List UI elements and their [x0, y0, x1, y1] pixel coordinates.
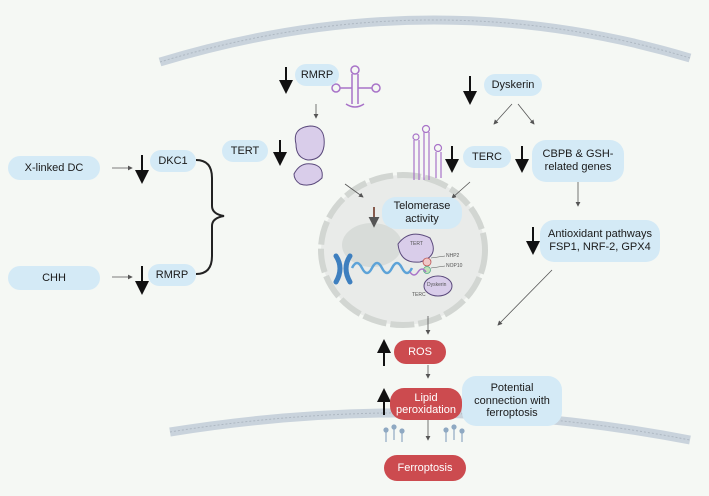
rmrp-left-label: RMRP [148, 264, 196, 286]
antioxidant-pathways-label: Antioxidant pathways FSP1, NRF-2, GPX4 [540, 220, 660, 262]
telomerase-activity-label: Telomerase activity [382, 197, 462, 229]
regulation-arrows [135, 67, 540, 415]
rmrp-top-label: RMRP [295, 64, 339, 86]
lipid-icon [383, 424, 465, 442]
nucleus-label-dyskerin: Dyskerin [427, 282, 447, 288]
chh-label: CHH [8, 266, 100, 290]
dkc1-label: DKC1 [150, 150, 196, 172]
potential-connection-label: Potential connection with ferroptosis [462, 376, 562, 426]
cbpb-gsh-label: CBPB & GSH-related genes [532, 140, 624, 182]
nucleus-label-nop10: NOP10 [446, 263, 463, 269]
bracket [195, 159, 225, 275]
lipid-peroxidation-node: Lipid peroxidation [390, 388, 462, 420]
nucleus-label-nhp2: NHP2 [446, 253, 460, 259]
terc-label: TERC [463, 146, 511, 168]
protein-icon [293, 125, 325, 186]
dyskerin-label: Dyskerin [484, 74, 542, 96]
telomere-dna [350, 261, 414, 275]
connector-lines [112, 103, 581, 441]
nucleus-label-terc: TERC [412, 292, 426, 298]
ros-node: ROS [394, 340, 446, 364]
ferroptosis-node: Ferroptosis [384, 455, 466, 481]
rna-hairpin-icon [412, 124, 443, 180]
chromosome-icon [333, 253, 353, 285]
tert-label: TERT [222, 140, 268, 162]
x-linked-dc-label: X-linked DC [8, 156, 100, 180]
top-membrane [158, 15, 692, 67]
telomerase-complex [397, 233, 453, 297]
nucleus-label-tert: TERT [410, 241, 423, 247]
rna-hairpin-icon [331, 65, 381, 108]
